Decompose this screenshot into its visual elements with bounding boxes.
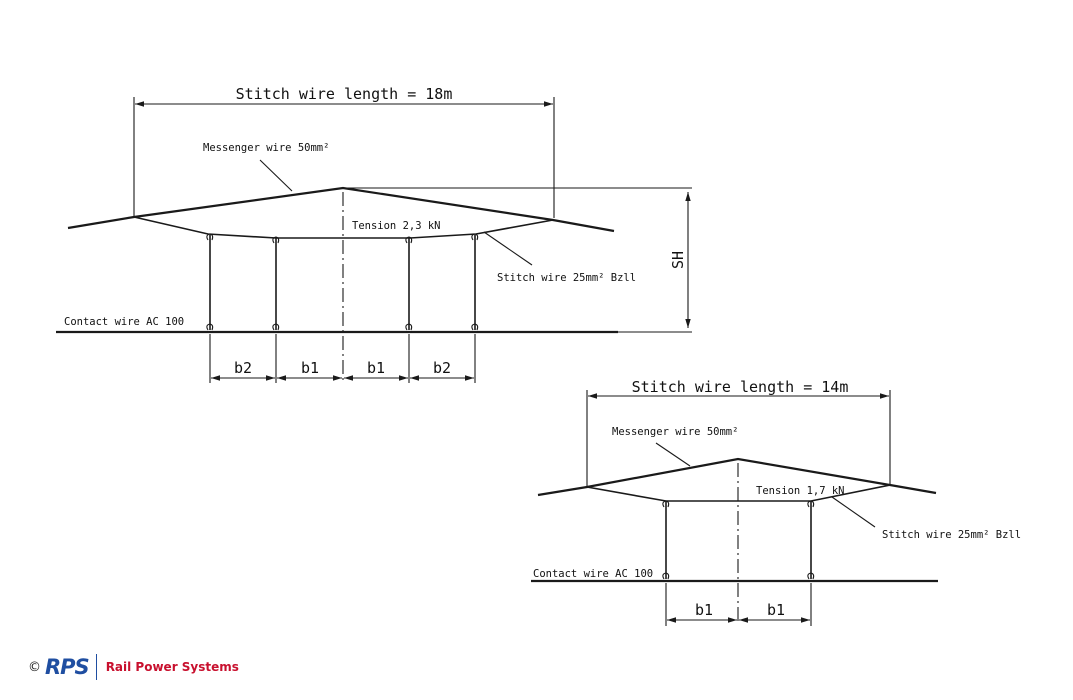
bottom-dropper-clamp bbox=[662, 572, 670, 580]
bottom-messenger-label: Messenger wire 50mm² bbox=[612, 426, 738, 438]
bottom-dropper-clamp bbox=[662, 500, 670, 508]
bottom-droppers bbox=[662, 500, 815, 580]
top-dropper-clamp bbox=[471, 233, 479, 241]
bottom-dropper-clamp bbox=[807, 500, 815, 508]
top-contact-label: Contact wire AC 100 bbox=[64, 316, 184, 328]
top-droppers bbox=[206, 233, 479, 331]
top-span-label: b1 bbox=[301, 359, 319, 377]
bottom-tension-label: Tension 1,7 kN bbox=[756, 485, 845, 497]
top-messenger-label: Messenger wire 50mm² bbox=[203, 142, 329, 154]
copyright-symbol: © bbox=[28, 659, 41, 675]
top-dropper-clamp bbox=[272, 323, 280, 331]
bottom-contact-label: Contact wire AC 100 bbox=[533, 568, 653, 580]
top-stitch-wire bbox=[133, 216, 554, 239]
bottom-length-label: Stitch wire length = 14m bbox=[632, 378, 849, 396]
top-dropper-clamp bbox=[206, 233, 214, 241]
bottom-span-label: b1 bbox=[695, 601, 713, 619]
top-stitch-label: Stitch wire 25mm² Bzll bbox=[497, 272, 636, 284]
top-span-label: b1 bbox=[367, 359, 385, 377]
bottom-span-label: b1 bbox=[767, 601, 785, 619]
logo-divider bbox=[95, 654, 97, 680]
top-dropper-clamp bbox=[272, 236, 280, 244]
bottom-stitch-label: Stitch wire 25mm² Bzll bbox=[882, 529, 1021, 541]
diagram-top: Stitch wire length = 18m Messenger wire … bbox=[56, 85, 692, 383]
top-messenger-leader bbox=[259, 159, 293, 192]
top-span-label: b2 bbox=[234, 359, 252, 377]
top-tension-label: Tension 2,3 kN bbox=[352, 220, 441, 232]
top-dropper-clamp bbox=[206, 323, 214, 331]
top-dropper-clamp bbox=[405, 323, 413, 331]
bottom-messenger-wire bbox=[537, 457, 937, 497]
top-span-label: b2 bbox=[433, 359, 451, 377]
rps-logo: RPS bbox=[45, 655, 90, 679]
top-span-dimensions: b2 b1 b1 b2 bbox=[209, 334, 476, 383]
top-dropper-clamp bbox=[405, 236, 413, 244]
top-sh-label: SH bbox=[669, 251, 687, 269]
bottom-dropper-clamp bbox=[807, 572, 815, 580]
bottom-messenger-leader bbox=[655, 442, 691, 467]
top-stitch-leader bbox=[483, 231, 533, 266]
footer: © RPS Rail Power Systems bbox=[28, 652, 239, 682]
top-dropper-clamp bbox=[471, 323, 479, 331]
diagram-bottom: Stitch wire length = 14m Messenger wire … bbox=[531, 378, 1021, 626]
top-length-label: Stitch wire length = 18m bbox=[236, 85, 453, 103]
bottom-span-dimensions: b1 b1 bbox=[665, 583, 812, 626]
bottom-stitch-leader bbox=[831, 496, 876, 528]
company-name: Rail Power Systems bbox=[105, 660, 239, 674]
